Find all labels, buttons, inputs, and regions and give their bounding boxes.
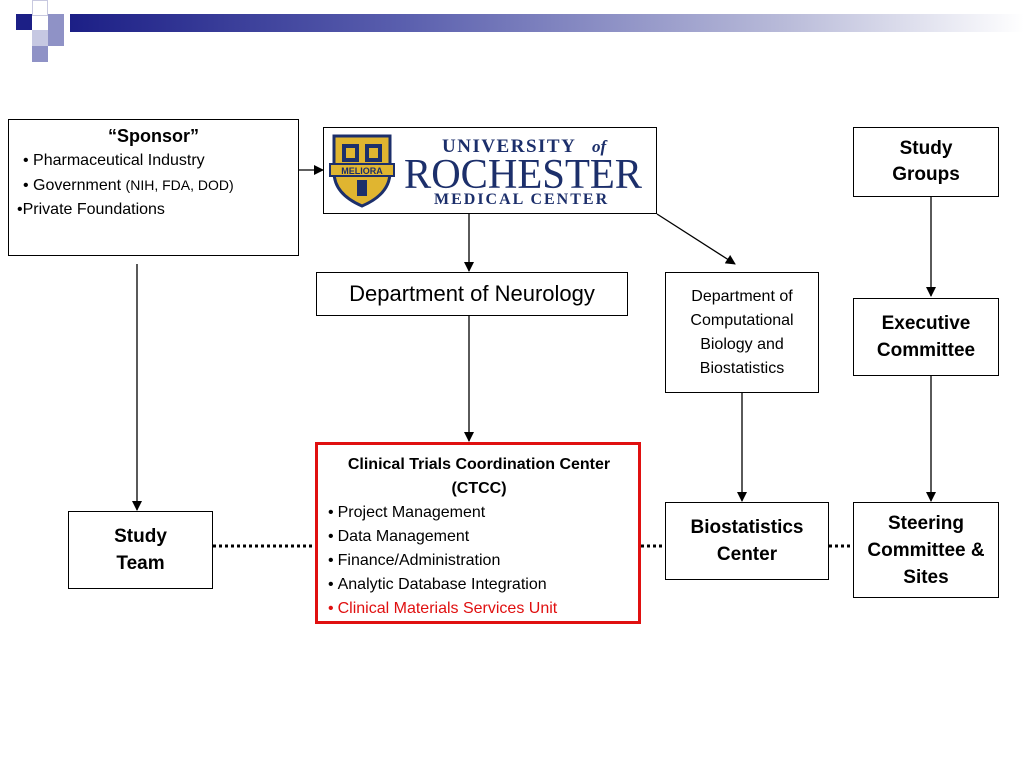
arrow-logo-to-biostat-dept <box>656 213 736 265</box>
ctcc-title: Clinical Trials Coordination Center (CTC… <box>347 456 611 497</box>
ctcc-item-highlight: Clinical Materials Services Unit <box>328 597 630 621</box>
steering-committee-box: Steering Committee & Sites <box>853 502 999 598</box>
sponsor-item: • Pharmaceutical Industry <box>23 152 205 169</box>
biostat-center-box: Biostatistics Center <box>665 502 829 580</box>
header-square <box>48 30 64 46</box>
header-square <box>16 14 32 30</box>
study-team-box: Study Team <box>68 511 213 589</box>
header-square <box>32 0 48 16</box>
study-groups-box: Study Groups <box>853 127 999 197</box>
neurology-box: Department of Neurology <box>316 272 628 316</box>
ctcc-item: Analytic Database Integration <box>328 573 630 597</box>
executive-committee-box: Executive Committee <box>853 298 999 376</box>
header-square <box>32 30 48 46</box>
sponsor-item: • Government (NIH, FDA, DOD) <box>23 177 234 194</box>
ctcc-item: Data Management <box>328 525 630 549</box>
logo-line-medical: MEDICAL CENTER <box>434 191 609 208</box>
biostat-dept-box: Department of Computational Biology and … <box>665 272 819 393</box>
header-bar <box>70 14 1024 32</box>
ctcc-list: Project Management Data Management Finan… <box>328 501 630 621</box>
biostat-center-label: Biostatistics Center <box>690 517 804 565</box>
ctcc-item: Finance/Administration <box>328 549 630 573</box>
ctcc-box: Clinical Trials Coordination Center (CTC… <box>315 442 641 624</box>
logo-box: MELIORA UNIVERSITY of ROCHESTER MEDICAL … <box>323 127 657 214</box>
university-logo: MELIORA UNIVERSITY of ROCHESTER MEDICAL … <box>329 134 642 208</box>
logo-line-university: UNIVERSITY <box>442 136 576 157</box>
study-groups-label: Study Groups <box>892 138 960 185</box>
ctcc-item: Project Management <box>328 501 630 525</box>
logo-line-rochester: ROCHESTER <box>404 152 642 198</box>
crest-motto: MELIORA <box>341 166 383 176</box>
steering-committee-label: Steering Committee & Sites <box>867 512 985 588</box>
sponsor-item-label: Private Foundations <box>22 201 165 218</box>
header-square <box>48 14 64 30</box>
sponsor-item-label: Government <box>33 177 122 194</box>
crest-icon: MELIORA <box>329 134 395 208</box>
sponsor-item: •Private Foundations <box>17 201 165 218</box>
study-team-label: Study Team <box>114 526 167 574</box>
neurology-label: Department of Neurology <box>349 281 595 306</box>
sponsor-title: “Sponsor” <box>107 126 199 146</box>
sponsor-box: “Sponsor” • Pharmaceutical Industry • Go… <box>8 119 299 256</box>
logo-line-of: of <box>592 137 609 156</box>
sponsor-item-sub: (NIH, FDA, DOD) <box>125 177 234 193</box>
biostat-dept-label: Department of Computational Biology and … <box>690 287 794 377</box>
sponsor-item-label: Pharmaceutical Industry <box>33 152 205 169</box>
header-square <box>32 46 48 62</box>
executive-committee-label: Executive Committee <box>876 313 976 361</box>
